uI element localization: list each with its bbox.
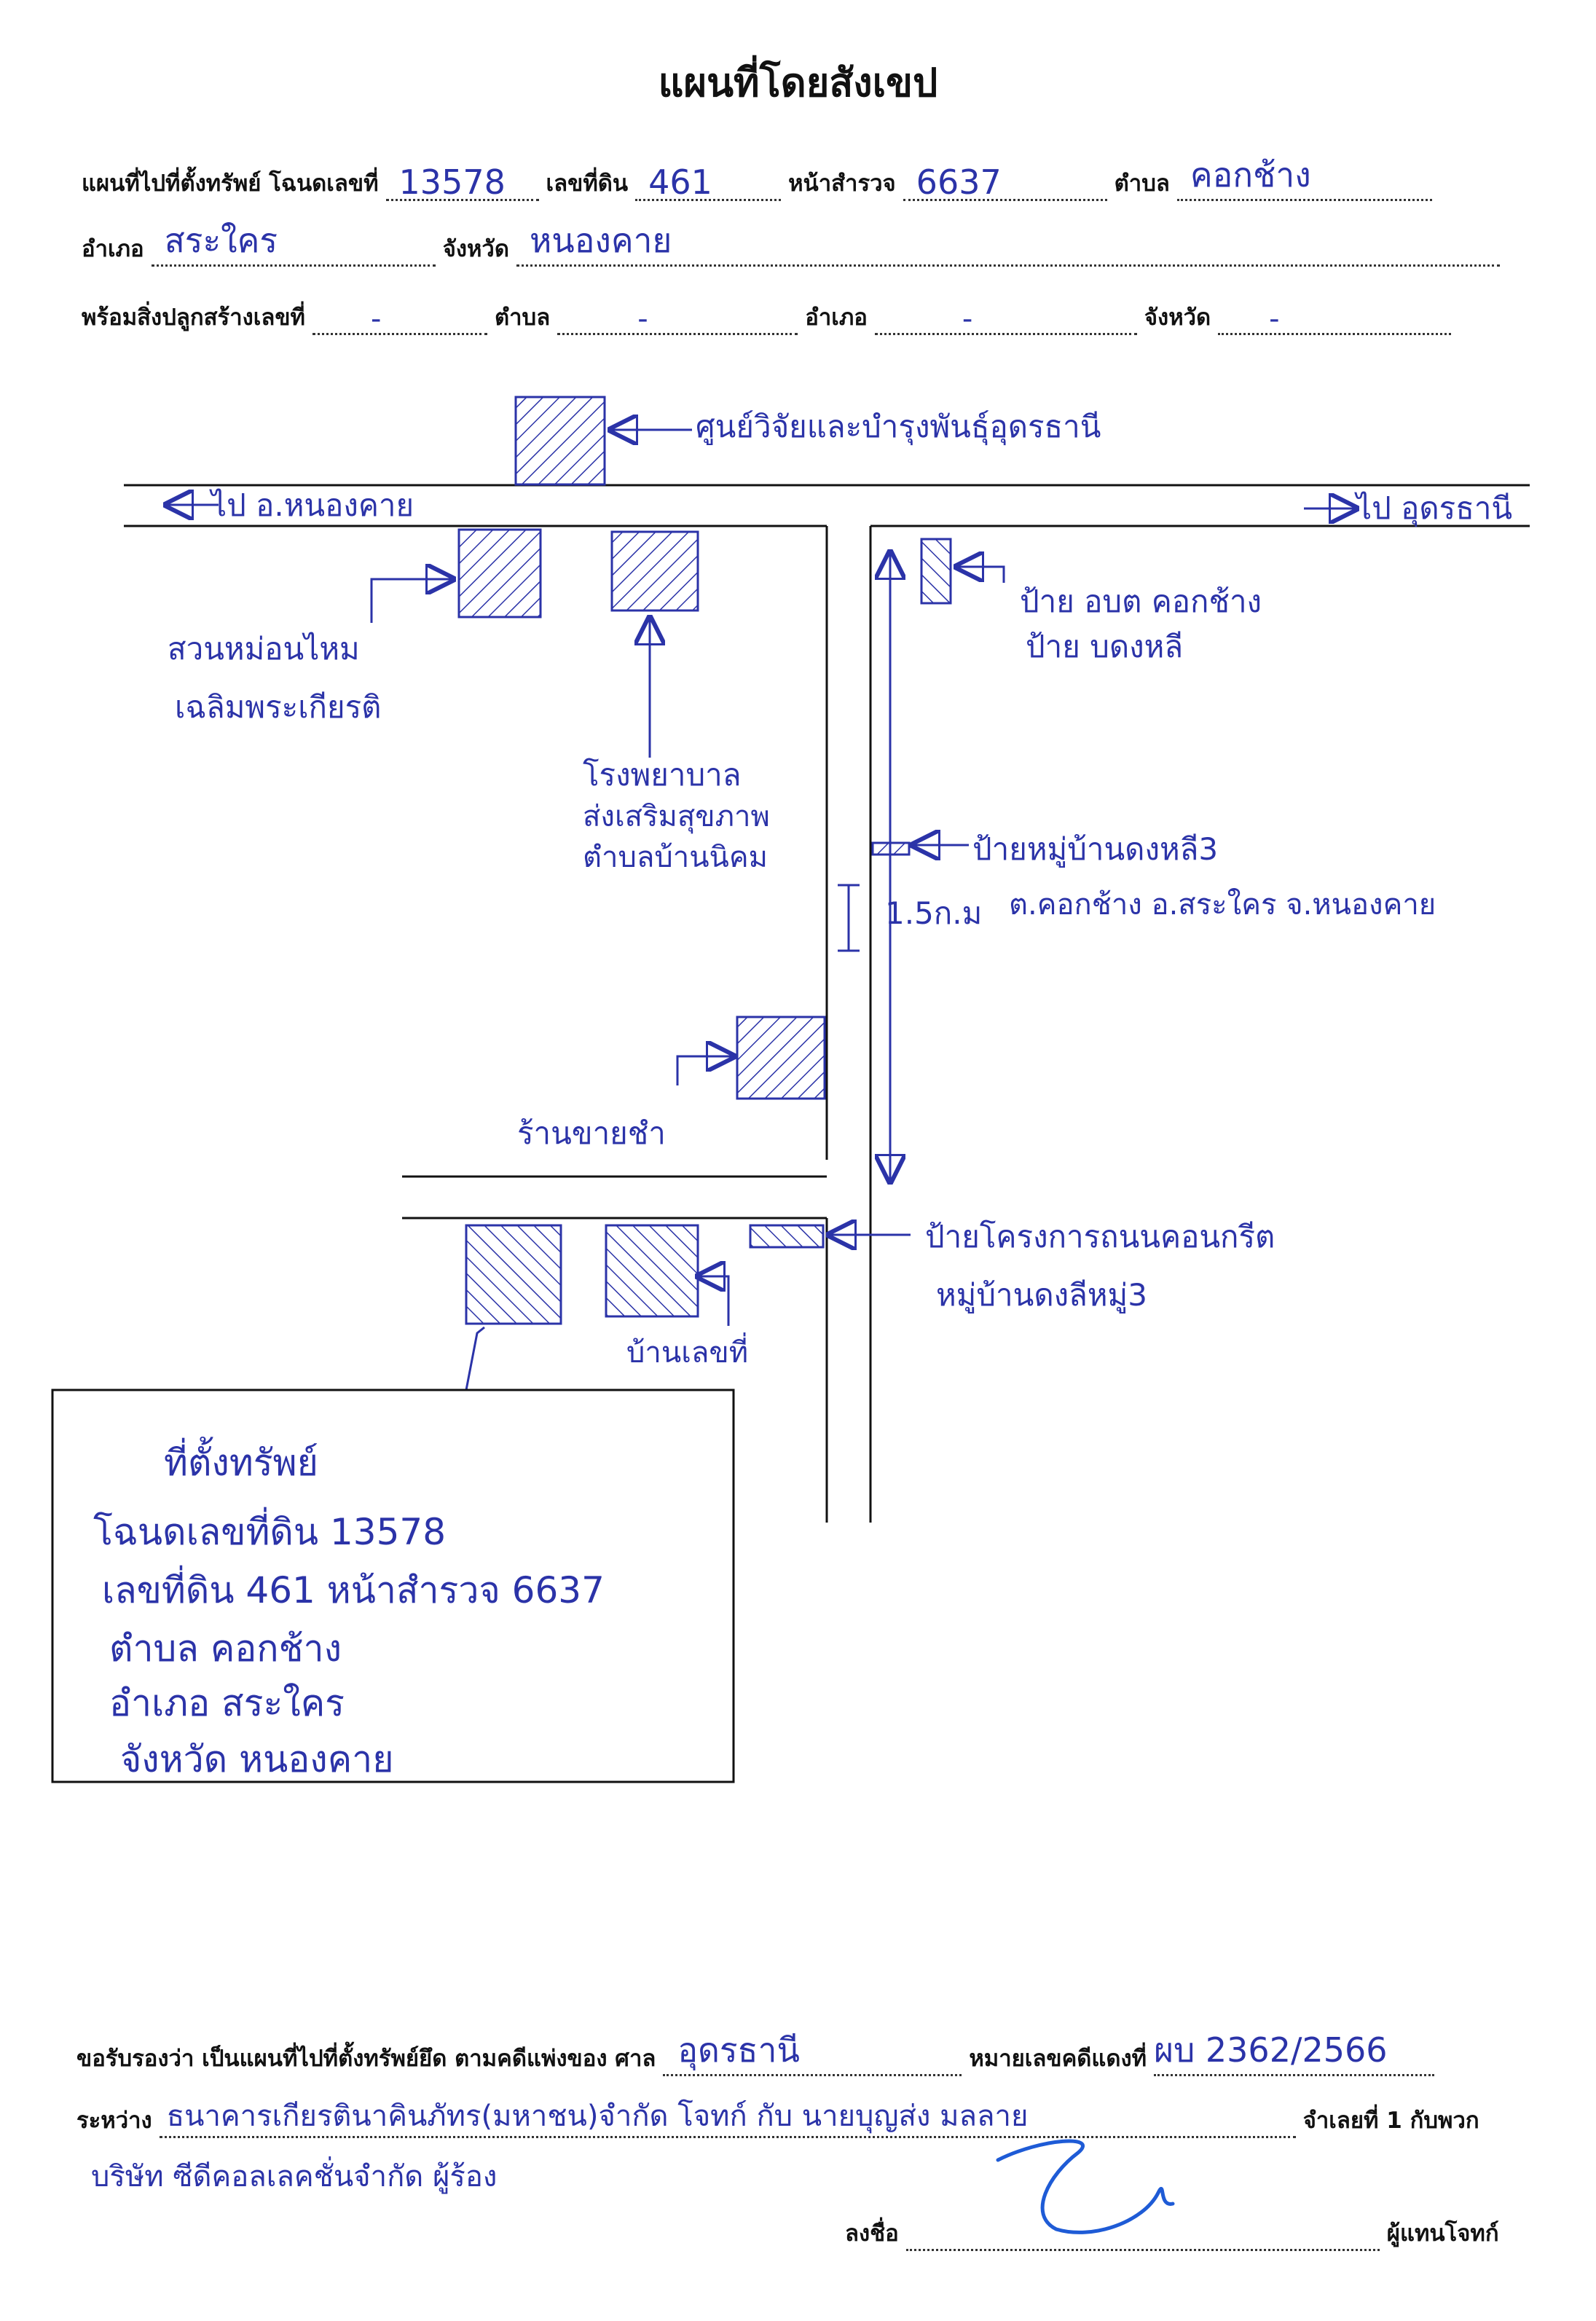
label-park-1: สวนหม่อนไหม <box>168 631 360 667</box>
label-province: จังหวัด <box>442 236 509 262</box>
page-title: แผนที่โดยสังเขป <box>658 60 938 106</box>
label-address: ต.คอกช้าง อ.สระใคร จ.หนองคาย <box>1009 887 1436 922</box>
hospital-building <box>610 530 699 612</box>
label-to-udon: ไป อุดรธานี <box>1354 490 1512 527</box>
label-project-sign-2: หมู่บ้านดงลีหมู่3 <box>936 1277 1147 1313</box>
label-shop: ร้านขายชำ <box>517 1115 666 1151</box>
village-sign-marker <box>871 841 911 856</box>
property-box-line-5: อำเภอ สระใคร <box>109 1682 345 1724</box>
property-box <box>51 1389 735 1783</box>
label-house: บ้านเลขที่ <box>626 1332 748 1370</box>
label-between: ระหว่าง <box>76 2108 152 2134</box>
field-province-2: - <box>1218 301 1452 336</box>
header-row-1: แผนที่ไปที่ตั้งทรัพย์ โฉนดเลขที่ 13578 เ… <box>82 155 1439 202</box>
field-deed-no: 13578 <box>385 162 539 202</box>
property-box-line-6: จังหวัด หนองคาย <box>120 1738 394 1780</box>
field-district-2: - <box>874 301 1137 336</box>
obt-sign-marker <box>920 538 952 605</box>
label-obt-sign-1: ป้าย อบต คอกช้าง <box>1020 584 1262 619</box>
signature <box>996 2139 1175 2234</box>
label-case: หมายเลขคดีแดงที่ <box>969 2046 1147 2072</box>
label-district: อำเภอ <box>82 236 144 262</box>
label-hospital-2: ส่งเสริมสุขภาพ <box>583 800 770 834</box>
label-to-nongkhai: ไป อ.หนองคาย <box>209 487 414 523</box>
header-row-2: อำเภอ สระใคร จังหวัด หนองคาย <box>82 221 1507 267</box>
property-box-line-1: ที่ตั้งทรัพย์ <box>164 1437 318 1484</box>
label-defendant: จำเลยที่ 1 กับพวก <box>1302 2108 1479 2134</box>
field-subdistrict-2: - <box>557 301 798 336</box>
shop-building <box>736 1016 826 1100</box>
label-representative: ผู้แทนโจทก์ <box>1386 2220 1499 2247</box>
field-case-no: ผบ 2362/2566 <box>1154 2030 1435 2076</box>
label-subdistrict-2: ตำบล <box>494 305 551 331</box>
footer-continuation: บริษัท ซีดีคอลเลคชั่นจำกัด ผู้ร้อง <box>91 2160 498 2194</box>
label-land-no: เลขที่ดิน <box>546 170 629 197</box>
label-title-deed: แผนที่ไปที่ตั้งทรัพย์ โฉนดเลขที่ <box>82 170 379 197</box>
label-project-sign-1: ป้ายโครงการถนนคอนกรีต <box>925 1219 1275 1254</box>
label-survey-page: หน้าสำรวจ <box>788 170 896 197</box>
header-row-3: พร้อมสิ่งปลูกสร้างเลขที่ - ตำบล - อำเภอ … <box>82 299 1458 336</box>
label-hospital-3: ตำบลบ้านนิคม <box>583 841 768 874</box>
field-building-no: - <box>312 301 487 336</box>
field-subdistrict: คอกช้าง <box>1176 155 1432 201</box>
label-cert: ขอรับรองว่า เป็นแผนที่ไปที่ตั้งทรัพย์ยึด… <box>76 2046 656 2072</box>
footer-sign-row: ลงชื่อ ผู้แทนโจทก์ <box>845 2215 1499 2251</box>
label-province-2: จังหวัด <box>1144 305 1211 331</box>
label-subdistrict: ตำบล <box>1114 170 1170 197</box>
label-distance: 1.5ก.ม <box>885 895 982 931</box>
property-box-line-3: เลขที่ดิน 461 หน้าสำรวจ 6637 <box>102 1566 605 1611</box>
field-district: สระใคร <box>151 221 436 267</box>
property-box-line-2: โฉนดเลขที่ดิน 13578 <box>93 1507 446 1553</box>
park-building <box>457 528 542 618</box>
field-province: หนองคาย <box>516 221 1500 267</box>
label-district-2: อำเภอ <box>805 305 868 331</box>
project-sign-marker <box>749 1224 825 1249</box>
center-building <box>514 396 606 486</box>
field-survey-page: 6637 <box>903 162 1107 202</box>
property-box-line-4: ตำบล คอกช้าง <box>109 1627 342 1670</box>
label-research-center: ศูนย์วิจัยและบำรุงพันธุ์อุดรธานี <box>696 409 1101 446</box>
label-village-sign: ป้ายหมู่บ้านดงหลี3 <box>972 831 1218 868</box>
field-signature <box>905 2217 1380 2251</box>
field-court: อุดรธานี <box>663 2030 962 2076</box>
label-hospital-1: โรงพยาบาล <box>583 757 742 793</box>
footer-cert-row: ขอรับรองว่า เป็นแผนที่ไปที่ตั้งทรัพย์ยึด… <box>76 2030 1442 2076</box>
footer-parties-row: ระหว่าง ธนาคารเกียรตินาคินภัทร(มหาชน)จำก… <box>76 2100 1479 2138</box>
field-land-no: 461 <box>635 162 782 202</box>
label-obt-sign-2: ป้าย บดงหลี <box>1026 629 1183 664</box>
label-sign: ลงชื่อ <box>845 2220 899 2247</box>
label-building-no: พร้อมสิ่งปลูกสร้างเลขที่ <box>82 305 305 331</box>
property-building-2 <box>605 1224 699 1318</box>
property-building-1 <box>465 1224 562 1325</box>
field-parties: ธนาคารเกียรตินาคินภัทร(มหาชน)จำกัด โจทก์… <box>159 2100 1296 2138</box>
label-park-2: เฉลิมพระเกียรติ <box>175 689 381 725</box>
